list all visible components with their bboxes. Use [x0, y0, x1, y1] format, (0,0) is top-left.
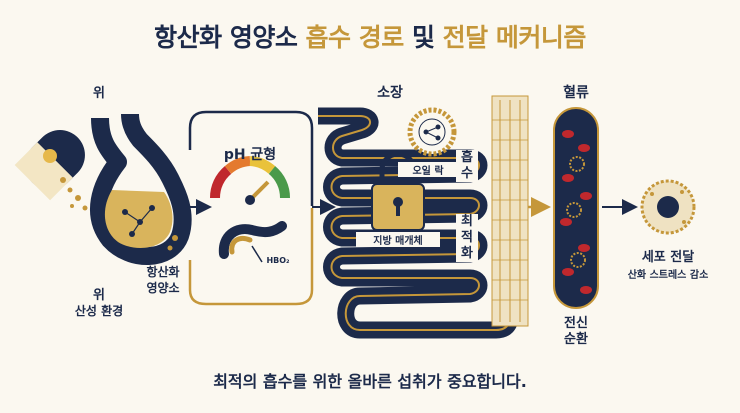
blood-vessel-icon [553, 107, 599, 309]
title-part-3: 및 [403, 23, 443, 52]
small-intestine-label: 소장 [377, 85, 403, 101]
stomach-top-label: 위 [93, 86, 105, 101]
hbo2-label: HBO₂ [266, 256, 290, 265]
title-part-1: 항산화 영양소 [154, 23, 306, 52]
antioxidant-nutrient-label: 항산화 영양소 [146, 265, 180, 295]
cell-icon [640, 179, 696, 235]
oxidative-stress-label: 산화 스트레스 감소 [627, 270, 709, 281]
stomach-icon [90, 113, 192, 265]
ph-frame-top [188, 110, 314, 206]
pancreas-icon [218, 221, 287, 263]
cell-delivery-label: 세포 전달 [641, 250, 695, 265]
capsule-icon [14, 130, 88, 211]
ph-frame-bottom [188, 208, 314, 306]
small-intestine-icon [318, 98, 519, 339]
oil-lock-label: 오일 락 [398, 162, 458, 177]
stomach-bottom-label: 위 [93, 288, 105, 303]
title-part-2: 흡수 경로 [305, 23, 405, 52]
ph-balance-label: pH 균형 [223, 147, 277, 163]
intestinal-villi [491, 95, 529, 327]
systemic-circulation-label: 전신 순환 [564, 316, 588, 347]
ph-gauge-icon [209, 156, 291, 205]
absorption-label: 흡 수 [456, 150, 478, 182]
optimization-label: 최 적 화 [456, 214, 478, 262]
footer-note: 최적의 흡수를 위한 올바른 섭취가 중요합니다. [213, 372, 527, 391]
bloodstream-label: 혈류 [563, 85, 589, 101]
title-part-4: 전달 메커니즘 [442, 23, 587, 52]
fat-carrier-label: 지방 매개체 [356, 232, 440, 247]
acidic-environment-label: 산성 환경 [74, 304, 124, 318]
diagram-title: 항산화 영양소 흡수 경로 및 전달 메커니즘 [0, 18, 740, 54]
lipid-carrier-icon [407, 107, 457, 157]
lock-icon [371, 151, 425, 231]
